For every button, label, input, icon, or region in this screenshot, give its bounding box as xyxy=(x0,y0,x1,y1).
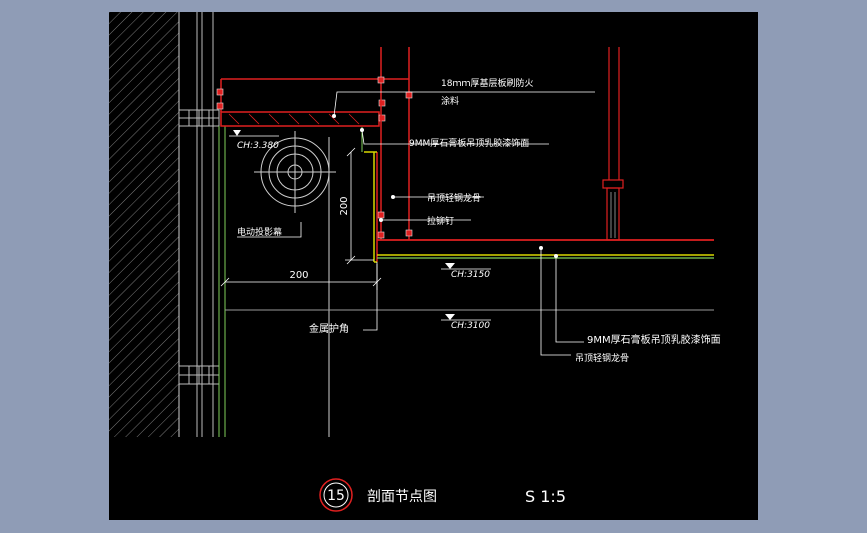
label-board-fire-2: 涂料 xyxy=(441,95,459,107)
top-board-hatch xyxy=(228,113,360,125)
leader-dots xyxy=(332,114,558,258)
elevation-label-3: CH:3100 xyxy=(451,321,490,331)
label-keel-bottom: 吊顶轻钢龙骨 xyxy=(575,352,629,364)
wall-green-finish xyxy=(218,125,377,437)
title-number-badge xyxy=(319,478,353,512)
dimension-vertical-label: 200 xyxy=(339,196,350,215)
hanger-rods xyxy=(380,47,410,240)
label-corner: 金属护角 xyxy=(309,322,349,335)
label-rivet: 拉铆钉 xyxy=(427,215,454,227)
label-gypsum-bottom: 9MM厚石膏板吊顶乳胶漆饰面 xyxy=(587,333,721,346)
leader-lines xyxy=(237,91,595,356)
title-scale: S 1:5 xyxy=(525,487,566,506)
elevation-marker-1 xyxy=(229,130,279,137)
label-keel-top: 吊顶轻钢龙骨 xyxy=(427,192,481,204)
label-board-fire: 18ｍｍ厚基层板刷防火 xyxy=(441,77,533,89)
label-projector: 电动投影幕 xyxy=(237,226,282,238)
drawing-canvas: 200 200 CH:3.380 CH:3150 CH:3100 xyxy=(109,12,758,520)
elevation-marker-2 xyxy=(441,263,491,270)
dimension-vertical xyxy=(345,147,374,265)
elevation-label-2: CH:3150 xyxy=(451,270,490,280)
projector-screen-roll xyxy=(254,131,336,437)
right-keel xyxy=(602,47,624,241)
concrete-wall xyxy=(109,12,180,437)
wall-finish-lines xyxy=(178,12,220,437)
elevation-marker-3 xyxy=(441,314,491,321)
title-name: 剖面节点图 xyxy=(367,489,437,505)
label-gypsum-top: 9MM厚石膏板吊顶乳胶漆饰面 xyxy=(409,137,529,149)
bulkhead-box xyxy=(361,127,378,262)
top-board-rivets xyxy=(216,88,386,122)
section-drawing: 200 200 CH:3.380 CH:3150 CH:3100 xyxy=(109,12,721,512)
ceiling-boards xyxy=(374,239,714,263)
elevation-label-1: CH:3.380 xyxy=(237,141,279,151)
title-number: 15 xyxy=(327,488,345,504)
dimension-horizontal-label: 200 xyxy=(289,270,308,281)
